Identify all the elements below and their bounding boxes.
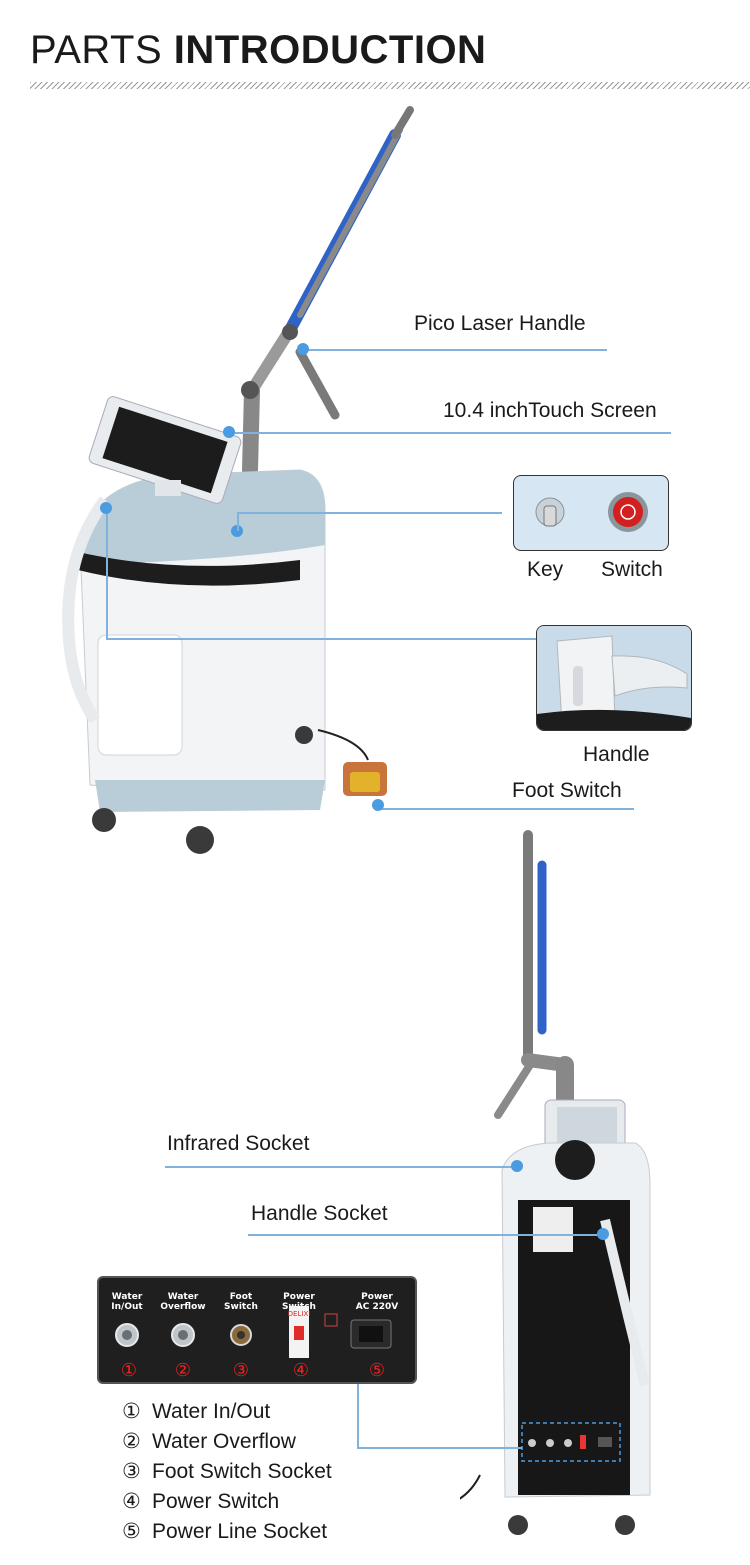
callout-line-infrared-socket xyxy=(165,1166,517,1168)
legend-number: ③ xyxy=(122,1460,141,1483)
panel-connectors: DELIXI xyxy=(115,1306,392,1358)
callout-dot-handle xyxy=(100,502,112,514)
legend-item-1: ① Water In/Out xyxy=(122,1399,270,1424)
label-switch: Switch xyxy=(601,558,663,581)
callout-line-pico-handle xyxy=(300,349,607,351)
machine-rear-illustration xyxy=(460,830,651,1535)
panel-number-4: ④ xyxy=(292,1360,310,1380)
label-handle: Handle xyxy=(583,743,650,766)
page-title: PARTS INTRODUCTION xyxy=(30,28,486,73)
label-foot-switch: Foot Switch xyxy=(512,779,622,802)
panel-number-1: ① xyxy=(120,1360,138,1380)
callout-dot-touch-screen xyxy=(223,426,235,438)
legend-item-4: ④ Power Switch xyxy=(122,1489,279,1514)
panel-header-3: Foot Switch xyxy=(224,1292,258,1312)
rear-connector-panel: Water In/Out Water Overflow Foot Switch … xyxy=(97,1276,417,1384)
callout-vline-handle xyxy=(106,508,108,638)
machine-front-illustration xyxy=(62,106,414,854)
callout-dot-pico-handle xyxy=(297,343,309,355)
key-switch-photo xyxy=(535,492,648,532)
callout-dot-foot-switch xyxy=(372,799,384,811)
label-infrared-socket: Infrared Socket xyxy=(167,1132,310,1155)
callout-dot-handle-socket xyxy=(597,1228,609,1240)
articulated-arm xyxy=(241,106,414,478)
legend-text: Water Overflow xyxy=(152,1430,296,1453)
panel-header-1: Water In/Out xyxy=(111,1292,143,1312)
callout-dot-infrared-socket xyxy=(511,1160,523,1172)
label-pico-laser-handle: Pico Laser Handle xyxy=(414,312,586,335)
breaker-brand: DELIXI xyxy=(288,1310,311,1318)
legend-item-5: ⑤ Power Line Socket xyxy=(122,1519,327,1544)
legend-text: Foot Switch Socket xyxy=(152,1460,332,1483)
panel-number-2: ② xyxy=(174,1360,192,1380)
title-divider xyxy=(30,82,750,89)
panel-number-3: ③ xyxy=(232,1360,250,1380)
panel-header-2: Water Overflow xyxy=(160,1292,206,1312)
handle-inset xyxy=(536,625,692,731)
panel-header-5: Power AC 220V xyxy=(355,1292,399,1312)
label-handle-socket: Handle Socket xyxy=(251,1202,388,1225)
label-touch-screen: 10.4 inchTouch Screen xyxy=(443,399,657,422)
callout-vline-panel xyxy=(357,1384,359,1448)
callout-line-handle xyxy=(106,638,536,640)
key-switch-inset xyxy=(513,475,669,551)
legend-number: ① xyxy=(122,1400,141,1423)
legend-item-2: ② Water Overflow xyxy=(122,1429,296,1454)
label-key: Key xyxy=(527,558,564,581)
legend-number: ④ xyxy=(122,1490,141,1513)
panel-number-5: ⑤ xyxy=(368,1360,386,1380)
callout-line-handle-socket xyxy=(248,1234,603,1236)
callout-line-touch-screen xyxy=(226,432,671,434)
callout-line-panel xyxy=(357,1447,522,1449)
legend-number: ② xyxy=(122,1430,141,1453)
legend-text: Power Line Socket xyxy=(152,1520,328,1543)
legend-text: Power Switch xyxy=(152,1490,280,1513)
legend-item-3: ③ Foot Switch Socket xyxy=(122,1459,332,1484)
callout-line-key-switch xyxy=(237,512,502,514)
callout-vline-key-switch xyxy=(237,512,239,531)
title-bold: INTRODUCTION xyxy=(173,28,487,72)
callout-line-foot-switch xyxy=(378,808,634,810)
legend-number: ⑤ xyxy=(122,1520,141,1543)
handle-photo xyxy=(537,626,691,730)
title-light: PARTS xyxy=(30,28,163,72)
callout-dot-key-switch xyxy=(231,525,243,537)
legend-text: Water In/Out xyxy=(152,1400,271,1423)
